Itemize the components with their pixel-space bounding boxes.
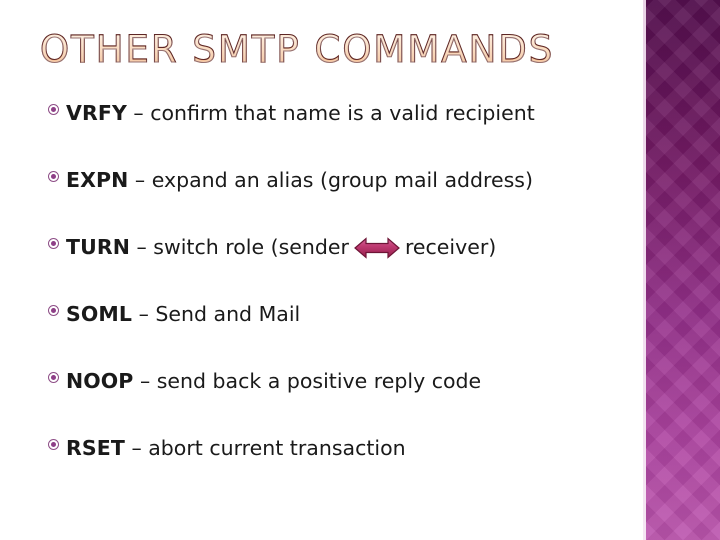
fisheye-bullet-icon (46, 169, 66, 185)
command-name: SOML (66, 302, 133, 326)
list-item: NOOP – send back a positive reply code (46, 368, 626, 435)
command-description: abort current transaction (148, 436, 406, 460)
right-band-edge-line (643, 0, 646, 540)
command-separator: – (129, 235, 154, 259)
list-item: VRFY – confirm that name is a valid reci… (46, 100, 626, 167)
command-description: send back a positive reply code (156, 369, 482, 393)
command-name: RSET (66, 436, 125, 460)
command-name: EXPN (66, 168, 129, 192)
list-item: RSET – abort current transaction (46, 435, 626, 502)
bullet-list: VRFY – confirm that name is a valid reci… (46, 100, 626, 502)
list-item-text: EXPN – expand an alias (group mail addre… (66, 167, 533, 193)
command-description-after: receiver) (404, 235, 497, 259)
double-headed-arrow-icon (354, 237, 400, 259)
command-separator: – (126, 101, 151, 125)
fisheye-bullet-icon (46, 303, 66, 319)
command-separator: – (132, 302, 156, 326)
command-name: NOOP (66, 369, 134, 393)
right-decorative-band (646, 0, 720, 540)
command-separator: – (124, 436, 149, 460)
list-item-text: TURN – switch role (sender receiver) (66, 234, 496, 260)
title-container: OTHER SMTP COMMANDS (39, 27, 640, 80)
command-separator: – (128, 168, 152, 192)
list-item-text: NOOP – send back a positive reply code (66, 368, 481, 394)
command-description: expand an alias (group mail address) (151, 168, 533, 192)
fisheye-bullet-icon (46, 102, 66, 118)
list-item-text: SOML – Send and Mail (66, 301, 300, 327)
list-item: TURN – switch role (sender receiver) (46, 234, 626, 301)
fisheye-bullet-icon (46, 236, 66, 252)
command-description-before: switch role (sender (153, 235, 349, 259)
list-item-text: VRFY – confirm that name is a valid reci… (66, 100, 535, 126)
fisheye-bullet-icon (46, 370, 66, 386)
command-description: confirm that name is a valid recipient (150, 101, 535, 125)
fisheye-bullet-icon (46, 437, 66, 453)
list-item-text: RSET – abort current transaction (66, 435, 406, 461)
list-item: EXPN – expand an alias (group mail addre… (46, 167, 626, 234)
command-separator: – (133, 369, 157, 393)
command-name: VRFY (66, 101, 127, 125)
list-item: SOML – Send and Mail (46, 301, 626, 368)
page-title: OTHER SMTP COMMANDS (39, 27, 640, 72)
command-name: TURN (66, 235, 130, 259)
command-description: Send and Mail (155, 302, 301, 326)
